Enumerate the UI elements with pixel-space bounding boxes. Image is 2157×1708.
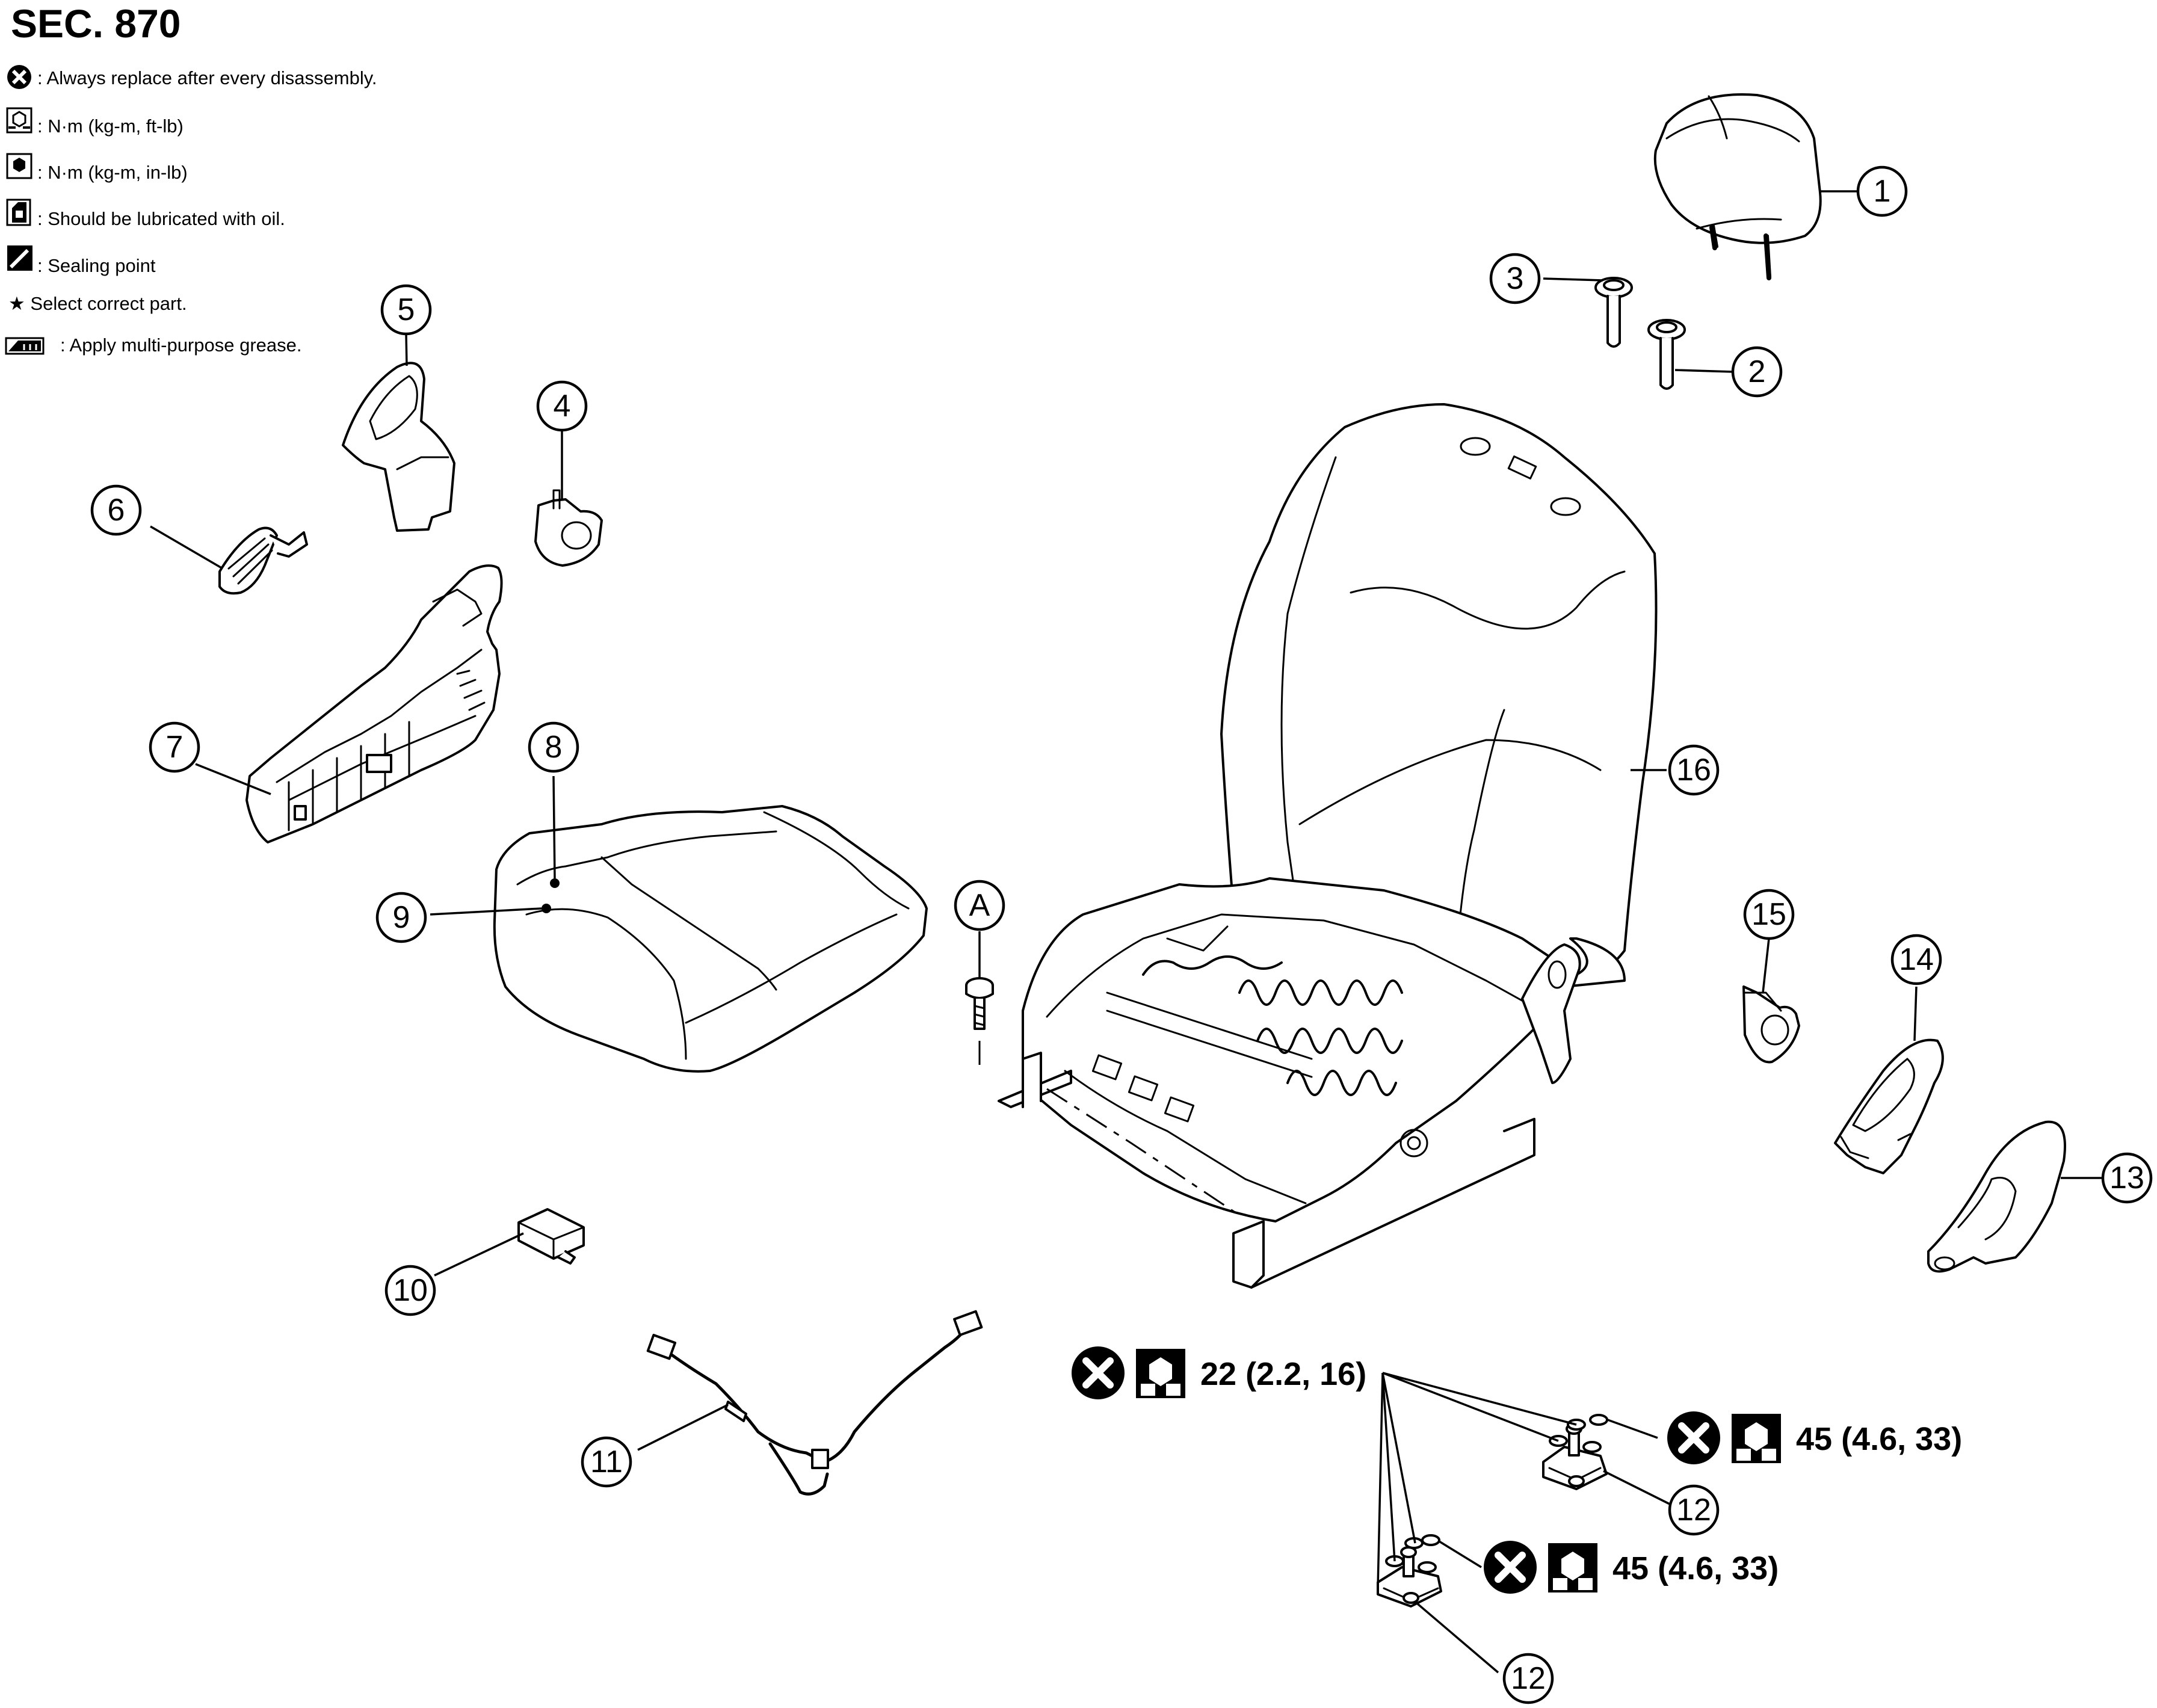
svg-text:12: 12 [1676, 1493, 1711, 1528]
callout-6: 6 [90, 484, 142, 536]
always-replace-icon [1072, 1346, 1125, 1399]
torque-wrench-icon [1136, 1349, 1185, 1398]
legend-text-6: ★ Select correct part. [8, 293, 187, 314]
svg-text:2: 2 [1748, 354, 1766, 389]
recliner-cover-13 [1927, 1120, 2066, 1273]
legend-torque-ftlb: : N·m (kg-m, ft-lb) [6, 107, 184, 137]
always-replace-icon [1667, 1411, 1720, 1464]
svg-text:11: 11 [590, 1444, 623, 1479]
callout-9: 9 [375, 892, 427, 943]
svg-text:8: 8 [545, 730, 563, 765]
torque-nm-inlb-icon [6, 153, 32, 179]
grease-icon [5, 337, 45, 355]
legend-oil: : Should be lubricated with oil. [6, 199, 285, 229]
always-replace-icon [7, 65, 31, 89]
legend-always-replace: : Always replace after every disassembly… [7, 65, 377, 89]
leader-lines [150, 190, 2103, 1674]
oil-lubricate-icon [6, 199, 31, 226]
legend-sealing: : Sealing point [7, 245, 156, 276]
torque-value-22: 22 (2.2, 16) [1200, 1356, 1366, 1392]
section-title: SEC. 870 [11, 1, 181, 46]
legend-text-5: : Sealing point [37, 255, 156, 276]
callout-5: 5 [380, 284, 432, 336]
svg-text:9: 9 [393, 900, 410, 935]
bracket-12-upper [1542, 1414, 1608, 1490]
svg-text:5: 5 [398, 292, 415, 327]
torque-value-45-upper: 45 (4.6, 33) [1796, 1421, 1962, 1457]
bracket-12-lower [1377, 1534, 1442, 1608]
svg-text:6: 6 [108, 493, 125, 528]
headrest-holder-3 [1594, 277, 1633, 348]
legend-text-4: : Should be lubricated with oil. [37, 208, 285, 229]
svg-text:3: 3 [1507, 261, 1524, 296]
cushion-cover-8-9 [493, 805, 928, 1073]
callout-7: 7 [149, 721, 200, 773]
callout-1: 1 [1856, 165, 1908, 217]
svg-text:A: A [969, 888, 990, 923]
sealing-point-icon [7, 245, 32, 271]
headrest [1653, 93, 1822, 280]
callout-11: 11 [581, 1436, 632, 1488]
callout-10: 10 [384, 1265, 436, 1316]
torque-wrench-icon [1732, 1414, 1781, 1463]
torque-label-22: 22 (2.2, 16) [1072, 1346, 1366, 1399]
recliner-cover-14 [1834, 1038, 1944, 1174]
legend-text-2: : N·m (kg-m, ft-lb) [37, 116, 184, 137]
torque-wrench-icon [1548, 1543, 1597, 1592]
callout-2: 2 [1731, 346, 1783, 398]
callout-13: 13 [2101, 1152, 2153, 1204]
recliner-cover-5 [342, 362, 455, 532]
svg-text:1: 1 [1874, 174, 1891, 209]
svg-text:4: 4 [554, 389, 571, 424]
seat-assembly-16 [998, 403, 1658, 1289]
harness-11 [646, 1310, 983, 1496]
callout-15: 15 [1743, 889, 1795, 940]
module-10 [517, 1208, 585, 1265]
svg-text:12: 12 [1511, 1661, 1546, 1696]
svg-text:16: 16 [1676, 753, 1711, 788]
torque-value-45-lower: 45 (4.6, 33) [1612, 1550, 1779, 1586]
callout-12-lower: 12 [1502, 1653, 1554, 1704]
torque-nm-ftlb-icon [6, 107, 32, 134]
svg-text:10: 10 [393, 1273, 428, 1308]
clip-15 [1742, 985, 1800, 1064]
callout-12-upper: 12 [1668, 1484, 1720, 1536]
always-replace-icon [1484, 1541, 1537, 1594]
torque-label-45-lower: 45 (4.6, 33) [1484, 1541, 1779, 1594]
seat-side-shield-7 [245, 564, 503, 843]
callout-16: 16 [1668, 744, 1720, 796]
callout-a: A [954, 880, 1005, 931]
svg-text:15: 15 [1751, 897, 1786, 932]
clip-4 [534, 489, 603, 567]
svg-text:7: 7 [166, 730, 184, 765]
legend-star: ★ Select correct part. [8, 293, 187, 314]
switch-knob-6 [218, 526, 308, 595]
callout-3: 3 [1489, 253, 1541, 304]
callout-4: 4 [536, 380, 588, 432]
legend-text-3: : N·m (kg-m, in-lb) [37, 162, 188, 183]
callout-14: 14 [1890, 934, 1942, 985]
torque-label-45-upper: 45 (4.6, 33) [1667, 1411, 1962, 1464]
headrest-holder-2 [1647, 319, 1686, 390]
legend-text-1: : Always replace after every disassembly… [37, 67, 377, 88]
legend-text-7: : Apply multi-purpose grease. [60, 335, 302, 356]
legend-torque-inlb: : N·m (kg-m, in-lb) [6, 153, 188, 183]
legend-grease: : Apply multi-purpose grease. [5, 335, 302, 356]
svg-text:13: 13 [2109, 1161, 2144, 1195]
callout-8: 8 [528, 721, 579, 773]
svg-text:14: 14 [1899, 942, 1934, 977]
bolt-a [965, 977, 994, 1065]
